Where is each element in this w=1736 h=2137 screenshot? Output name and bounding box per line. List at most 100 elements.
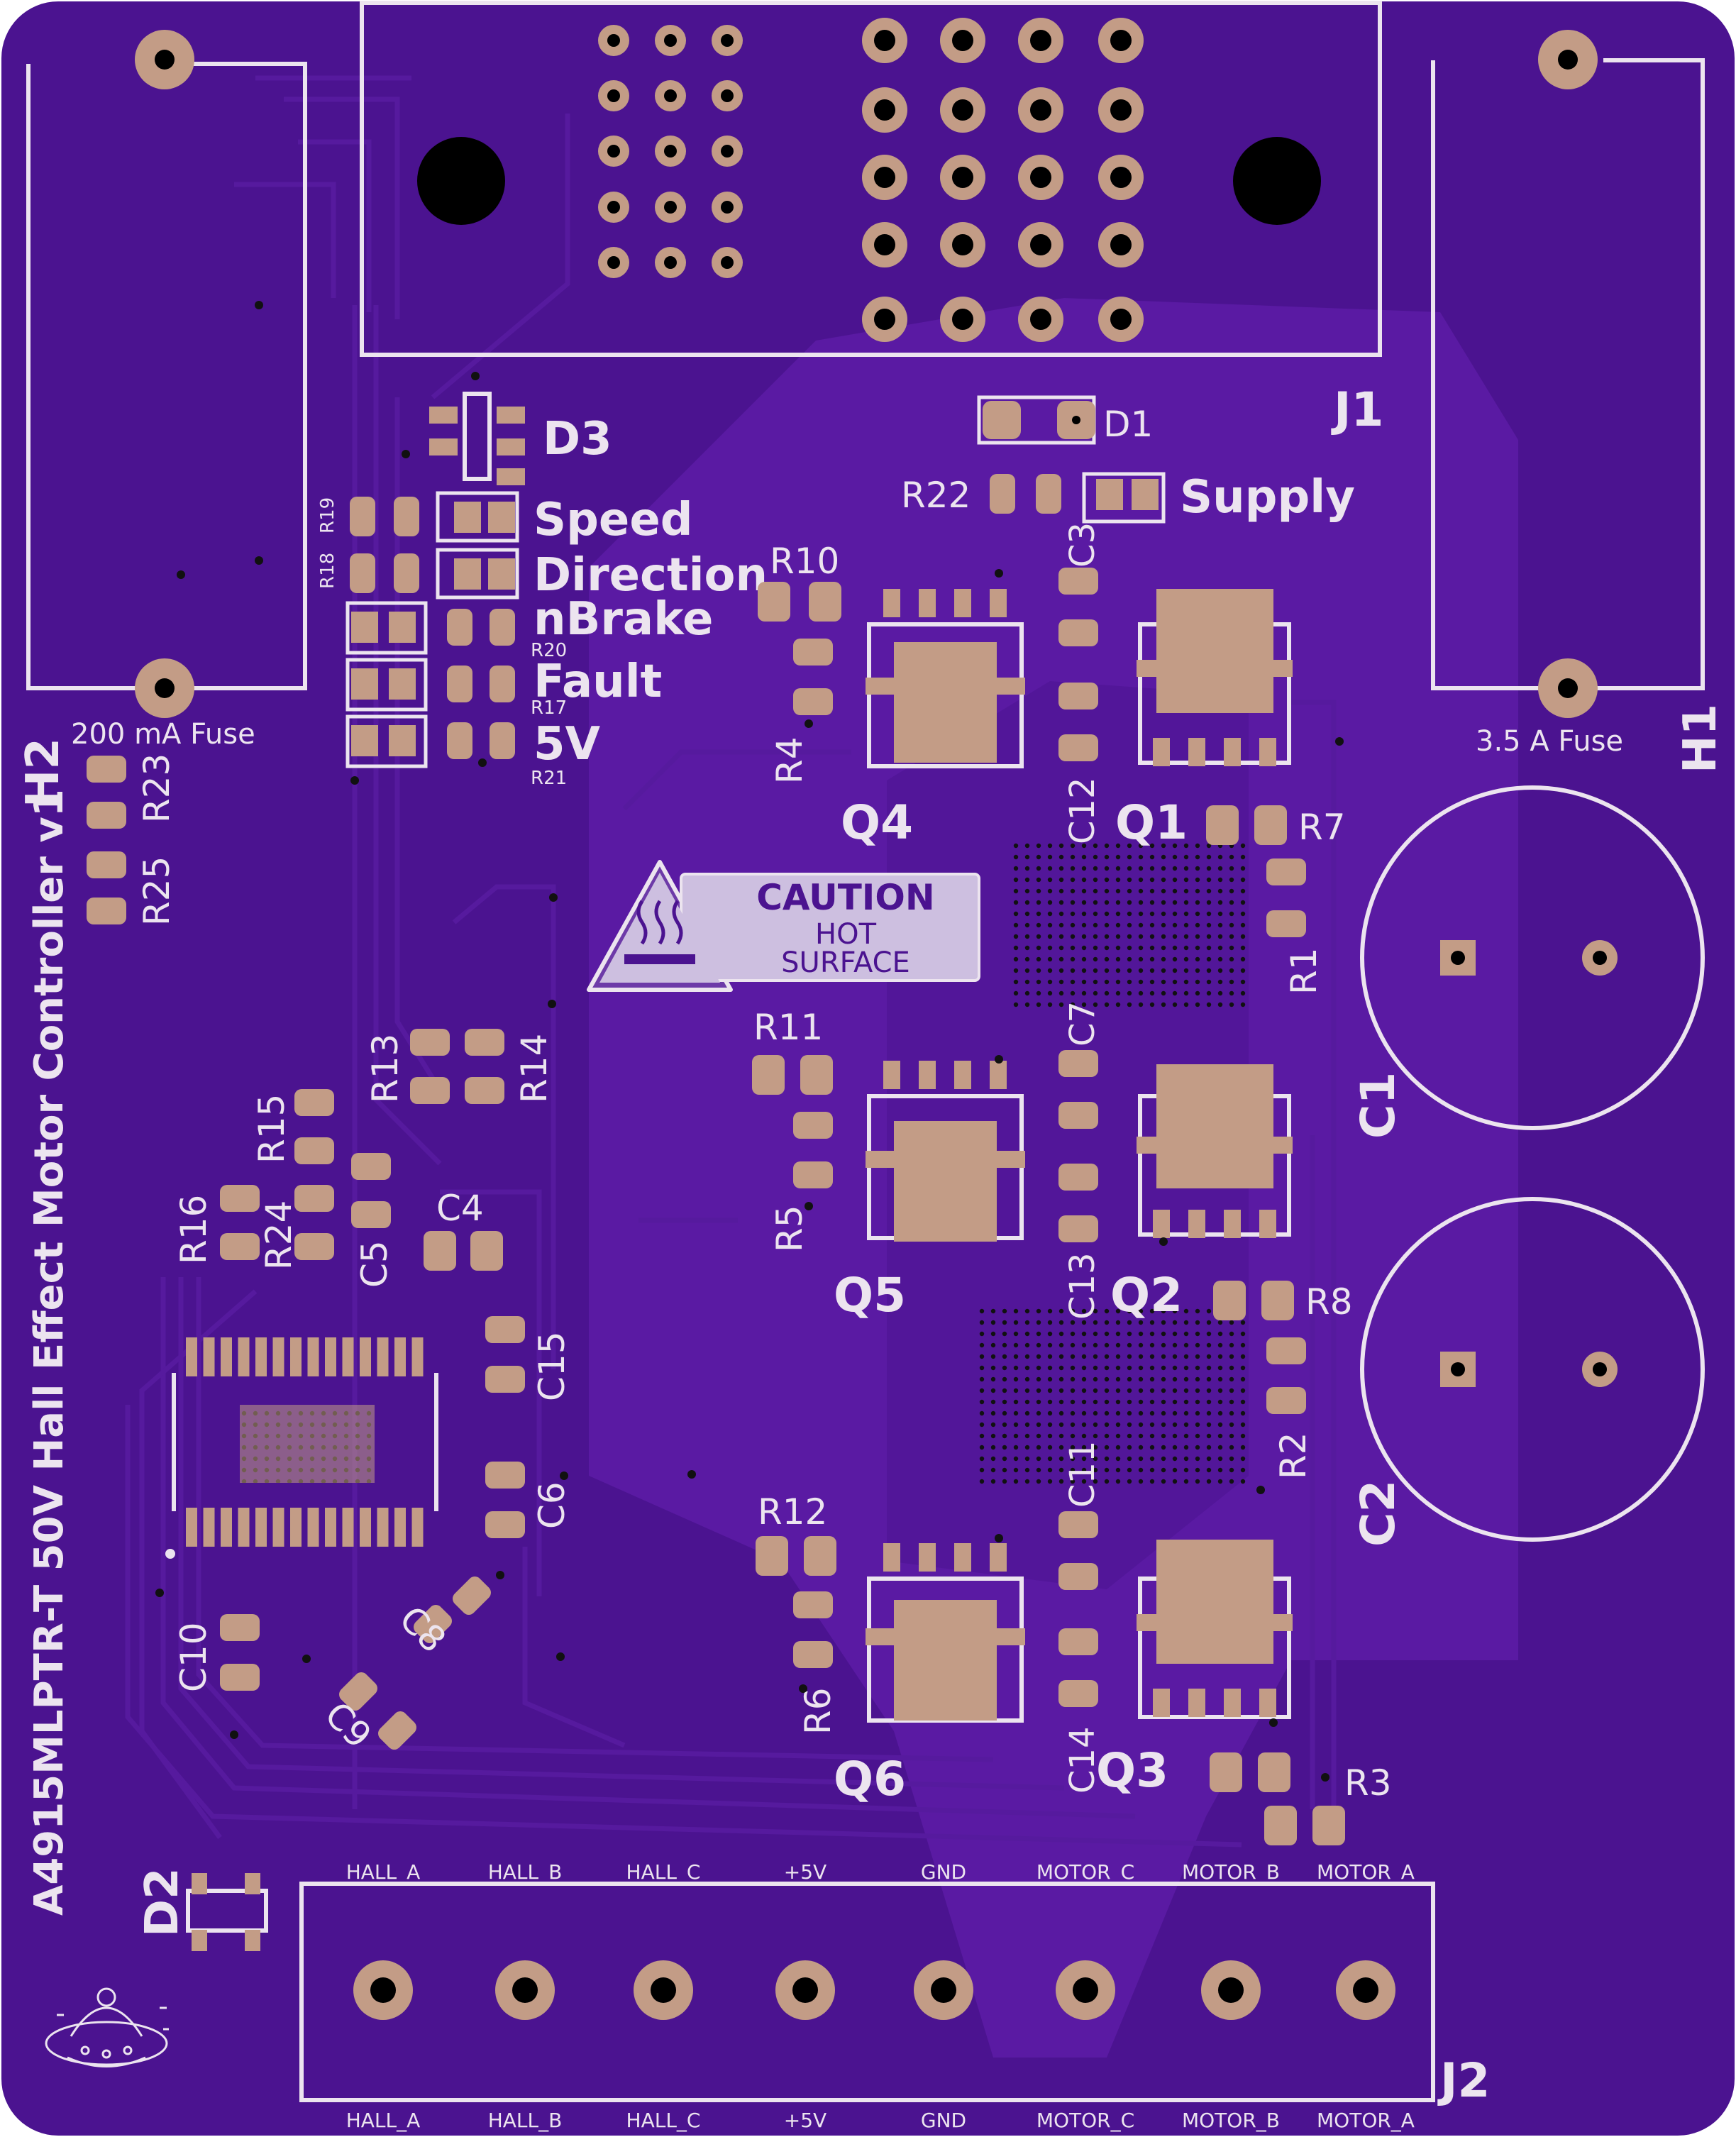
driver-ic-pin-top [290,1337,302,1376]
driver-ic-pin-bottom [255,1508,267,1547]
j1-power-pin-hole [874,309,895,330]
q5-label: Q5 [834,1268,906,1322]
j1-power-pin-hole [952,99,973,121]
j2-pin6-top-label: MOTOR_C [1036,1860,1134,1884]
caution-line2: SURFACE [781,946,910,979]
j2-pin4-bottom-label: +5V [784,2109,826,2132]
driver-ic-pins [186,1337,424,1547]
j2-pin1-top-label: HALL_A [346,1860,421,1884]
j2-label: J2 [1437,2053,1490,2108]
c5-label: C5 [354,1240,395,1288]
q6-label: Q6 [834,1752,906,1806]
q1-label: Q1 [1115,795,1188,850]
d1-label: D1 [1103,404,1153,445]
r13-label: R13 [365,1034,406,1103]
r6-label: R6 [797,1687,839,1735]
j2-pin5-top-label: GND [921,1860,966,1884]
c4-label: C4 [436,1188,484,1229]
j2-pin-hole [931,1977,956,2003]
indicator-direction-label: Direction [533,549,768,602]
caution-title: CAUTION [756,877,935,918]
board-title: A4915MLPTR-T 50V Hall Effect Motor Contr… [26,789,72,1916]
q2-label: Q2 [1110,1268,1183,1322]
c6-label: C6 [531,1481,573,1529]
j1-power-pin-hole [1030,309,1051,330]
j1-signal-pin-hole [721,89,734,102]
j1-power-pin-hole [1030,234,1051,255]
r18-label: R18 [317,553,338,589]
j2-pin-hole [1353,1977,1378,2003]
j1-power-pin-hole [874,99,895,121]
j1-signal-pin-hole [607,89,620,102]
q6-mosfet [866,1543,1025,1723]
j2-pin6-bottom-label: MOTOR_C [1036,2109,1134,2132]
j1-signal-pin-hole [664,34,677,47]
j1-power-pin-hole [1110,167,1132,188]
driver-ic-pin-bottom [238,1508,250,1547]
thermal-via-field [240,837,1249,1490]
driver-ic-pin-bottom [377,1508,389,1547]
c1-capacitor [1360,785,1705,1130]
r16-label: R16 [173,1195,214,1264]
j1-signal-pin-hole [721,201,734,214]
d3-diode [429,392,525,485]
c14-label: C14 [1063,1726,1102,1794]
j1-power-pin-hole [1110,99,1132,121]
r21-label: R21 [531,768,567,789]
indicator-led-block [350,497,515,759]
fuse-holder-left [26,30,307,718]
driver-ic-pin-bottom [360,1508,371,1547]
r22-resistor [990,474,1061,514]
d1-diode [977,395,1096,445]
driver-ic-pin-top [238,1337,250,1376]
j2-pin2-top-label: HALL_B [488,1860,563,1884]
j1-power-pin-hole [1110,234,1132,255]
j2-pin-hole [512,1977,538,2003]
fuse-left-label: 200 mA Fuse [71,718,255,751]
c13-label: C13 [1063,1252,1102,1320]
j1-power-pins [862,18,1144,342]
q5-mosfet [866,1061,1025,1242]
c3-label: C3 [1063,522,1102,568]
d3-label: D3 [543,413,612,465]
j1-signal-pin-hole [607,34,620,47]
driver-ic-pin-bottom [342,1508,354,1547]
driver-ic-pin-top [394,1337,406,1376]
r14-label: R14 [514,1034,555,1103]
j1-signal-pin-hole [607,145,620,158]
j1-signal-pin-hole [664,145,677,158]
r8-label: R8 [1305,1281,1353,1322]
indicator-speed-label: Speed [533,494,693,546]
driver-ic-pin-top [360,1337,371,1376]
q4-mosfet [866,589,1025,768]
driver-ic-pin-bottom [307,1508,319,1547]
caution-line1: HOT [815,918,877,951]
j2-pin-holes [353,1960,1395,2020]
j1-signal-pin-hole [607,256,620,269]
r19-label: R19 [317,497,338,534]
r15-label: R15 [251,1094,292,1164]
indicator-led-outlines [345,491,519,768]
c11-label: C11 [1063,1440,1102,1508]
indicator-5v-label: 5V [533,718,601,771]
ufo-logo [45,1987,169,2067]
rotated-caps [339,1576,491,1750]
driver-ic-thermal-pad [240,1405,375,1483]
j1-signal-pin-hole [721,256,734,269]
c15-label: C15 [531,1331,573,1401]
j1-signal-pin-hole [664,256,677,269]
supply-led [1082,472,1166,524]
j1-power-pin-hole [1030,99,1051,121]
j1-signal-pin-hole [721,145,734,158]
j2-pin8-bottom-label: MOTOR_A [1317,2109,1415,2132]
j2-pin3-top-label: HALL_C [626,1860,701,1884]
c1-label: C1 [1351,1072,1405,1139]
indicator-supply-label: Supply [1180,471,1355,524]
j1-power-pin-hole [952,309,973,330]
stitching-vias [155,301,1344,1782]
fuse-right-label: 3.5 A Fuse [1476,725,1623,758]
r4-label: R4 [769,736,810,784]
driver-ic-pin-bottom [394,1508,406,1547]
center-capacitor-column [1058,568,1098,1707]
